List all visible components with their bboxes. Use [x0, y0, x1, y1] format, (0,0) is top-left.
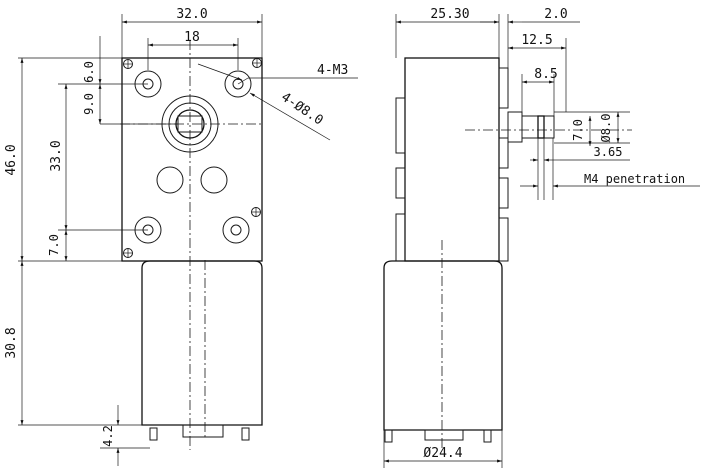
dim-flat-width: 7.0: [571, 119, 585, 141]
dim-motor-diameter: Ø24.4: [423, 446, 462, 461]
dim-shaft-extension: 12.5: [521, 33, 552, 48]
terminal-left: [149, 427, 158, 441]
gear-circle-left: [156, 166, 184, 194]
dim-hole-spacing-vertical: 33.0: [49, 140, 64, 171]
dim-top-hole-offset: 6.0: [82, 61, 96, 83]
dim-height: 46.0: [4, 144, 19, 175]
callout-hole: 4-Ø8.0: [278, 90, 325, 129]
dim-motor-length: 30.8: [4, 327, 19, 358]
side-gearbox-outline: [404, 57, 500, 262]
dim-bottom-hole-offset: 7.0: [47, 234, 61, 256]
note-thread: M4 penetration: [584, 172, 685, 186]
corner-screws: [123, 58, 262, 258]
dim-shaft-length: 2.0: [544, 7, 567, 22]
side-motor-can: [383, 260, 503, 431]
gear-circle-right: [200, 166, 228, 194]
dim-shaft-diameter: Ø8.0: [599, 114, 613, 143]
terminal-right: [241, 427, 250, 441]
motor-can: [141, 260, 263, 426]
mounting-holes: [134, 70, 252, 244]
dim-hole-spacing: 18: [184, 30, 200, 45]
side-view: 25.30 2.0 12.5 8.5 7.0 Ø8.0 3.65: [383, 7, 700, 468]
callout-thread: 4-M3: [317, 63, 348, 78]
dim-side-depth: 25.30: [430, 7, 469, 22]
dim-flat-depth: 3.65: [594, 145, 623, 159]
motor-end-cap: [182, 424, 224, 438]
dim-shaft-offset: 9.0: [82, 93, 96, 115]
dim-width: 32.0: [176, 7, 207, 22]
dim-shaft-flat: 8.5: [534, 67, 557, 82]
front-view: 32.0 18 46.0 33.0 6.0 9.0 7.0 30.8: [4, 7, 358, 466]
dim-terminal: 4.2: [101, 425, 115, 447]
